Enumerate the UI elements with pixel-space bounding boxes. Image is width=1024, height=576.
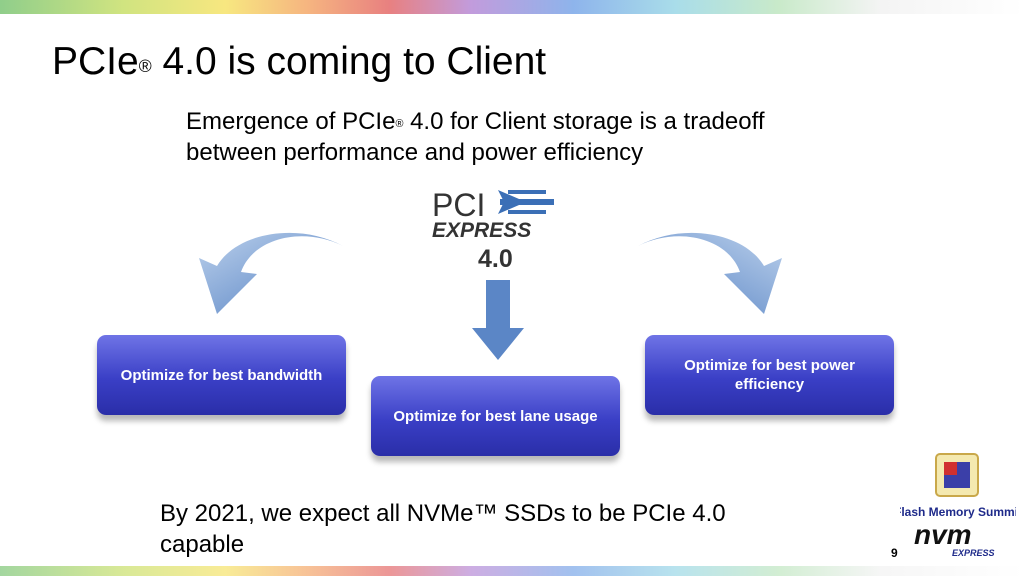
pci-chevron-icon [498,190,554,214]
registered-mark: ® [395,117,404,130]
pci-version-text: 4.0 [478,245,513,272]
option-best-power-efficiency: Optimize for best power efficiency [645,335,894,415]
nvm-logo-text: nvm [914,519,972,550]
left-curved-arrow-icon [199,232,343,314]
pci-express-logo: PCI EXPRESS 4.0 [432,187,554,272]
slide-title: PCIe® 4.0 is coming to Client [52,40,547,83]
down-arrow-icon [472,280,524,360]
pci-logo-text: PCI [432,187,485,223]
right-curved-arrow-icon [638,232,782,314]
option-best-lane-usage: Optimize for best lane usage [371,376,620,456]
nvm-express-text: EXPRESS [952,548,995,558]
top-decorative-stripe [0,0,1024,14]
flash-memory-summit-logo: Flash Memory Summit nvm EXPRESS [900,453,1016,558]
option-best-bandwidth: Optimize for best bandwidth [97,335,346,415]
page-number: 9 [891,546,898,560]
registered-mark: ® [138,56,152,77]
bottom-decorative-stripe [0,566,1024,576]
express-logo-text: EXPRESS [432,219,531,242]
slide-subtitle: Emergence of PCIe® 4.0 for Client storag… [186,108,765,166]
fms-caption: Flash Memory Summit [900,505,1016,519]
bottom-statement: By 2021, we expect all NVMe™ SSDs to be … [160,500,726,558]
